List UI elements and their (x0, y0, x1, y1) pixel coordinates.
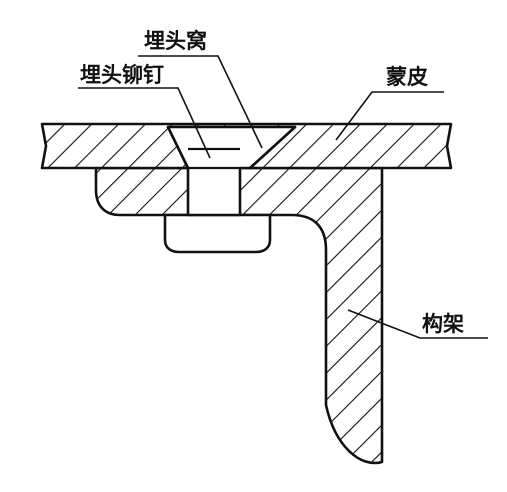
label-countersunk-rivet: 埋头铆钉 (80, 63, 164, 87)
label-skin: 蒙皮 (386, 65, 428, 89)
rivet-tail (163, 213, 272, 254)
label-frame: 构架 (422, 312, 464, 336)
leader-countersink (138, 55, 263, 149)
leader-skin (335, 91, 444, 141)
leader-frame (347, 309, 488, 339)
frame-shape (94, 166, 384, 465)
label-countersink: 埋头窝 (144, 29, 207, 53)
leader-countersunk-rivet (78, 87, 211, 159)
